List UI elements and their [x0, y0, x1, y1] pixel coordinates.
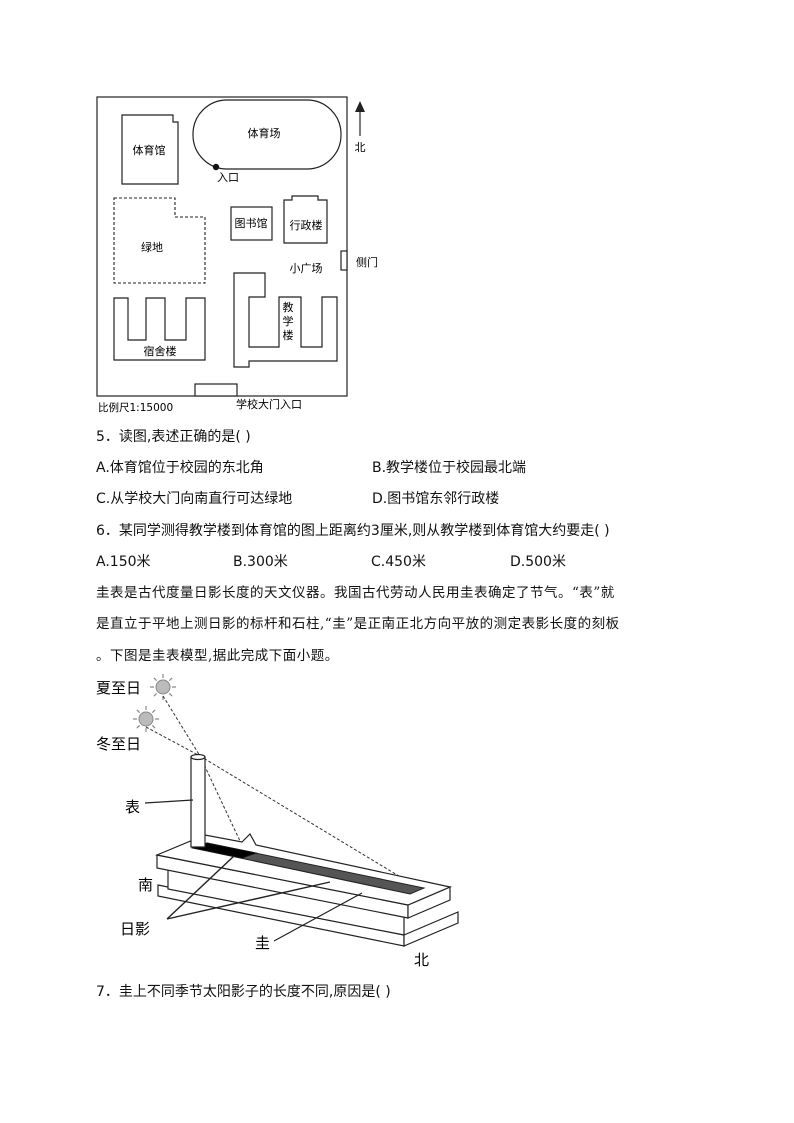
- scale-label: 比例尺1:15000: [98, 401, 173, 414]
- q6-option-d[interactable]: D.500米: [510, 554, 566, 570]
- winter-sun-icon: [132, 705, 160, 733]
- sun-rays: [145, 695, 423, 891]
- shadow-leader-2: [166, 881, 331, 920]
- biao-pole: [190, 756, 206, 848]
- shadow-label: 日影: [120, 920, 150, 938]
- guibiao-diagram: 夏至日 冬至日 表 南 日影 圭 北: [96, 673, 459, 969]
- q5-option-c[interactable]: C.从学校大门向南直行可达绿地: [96, 491, 293, 507]
- passage-line-2: 是直立于平地上测日影的标杆和石柱,“圭”是正南正北方向平放的测定表影长度的刻板: [96, 616, 620, 632]
- stadium-label: 体育场: [248, 126, 281, 140]
- teaching-building: [233, 272, 338, 368]
- biao-leader: [144, 799, 194, 804]
- library-label: 图书馆: [235, 216, 268, 230]
- north-label: 北: [355, 141, 366, 154]
- library-building: [230, 206, 273, 241]
- q5-option-d[interactable]: D.图书馆东邻行政楼: [372, 491, 500, 507]
- dorm-building: [113, 297, 206, 361]
- q6-option-a[interactable]: A.150米: [96, 554, 151, 570]
- passage-line-3: 。下图是圭表模型,据此完成下面小题。: [96, 648, 339, 664]
- gui-leader: [273, 892, 363, 942]
- main-gate-label: 学校大门入口: [236, 397, 302, 411]
- gym-label: 体育馆: [133, 143, 166, 157]
- admin-building: [283, 195, 328, 244]
- q7-stem: 7．圭上不同季节太阳影子的长度不同,原因是( ): [96, 984, 391, 1000]
- q6-stem: 6．某同学测得教学楼到体育馆的图上距离约3厘米,则从教学楼到体育馆大约要走( ): [96, 523, 610, 539]
- plaza-label: 小广场: [290, 261, 323, 275]
- gui-label: 圭: [255, 934, 270, 952]
- passage-line-1: 圭表是古代度量日影长度的天文仪器。我国古代劳动人民用圭表确定了节气。“表”就: [96, 585, 615, 601]
- gym-building: [121, 114, 179, 185]
- entrance-dot: [212, 163, 220, 171]
- side-gate-label: 侧门: [356, 255, 378, 269]
- south-label: 南: [138, 876, 153, 894]
- teaching-label-3: 楼: [283, 328, 294, 342]
- base-lower-side: [403, 911, 459, 947]
- shadow-leader-1: [166, 855, 235, 920]
- summer-sun-icon: [149, 673, 177, 701]
- summer-solstice-label: 夏至日: [96, 679, 141, 697]
- dorm-label: 宿舍楼: [144, 344, 177, 358]
- teaching-label-1: 教: [283, 301, 294, 314]
- admin-label: 行政楼: [290, 218, 323, 232]
- green-label: 绿地: [141, 240, 163, 254]
- q5-stem: 5．读图,表述正确的是( ): [96, 429, 251, 445]
- campus-map: 体育馆 体育场 入口 北 绿地 图书馆 行政楼 侧门 小广场 宿舍楼 教 学 楼…: [96, 96, 378, 414]
- green-area: [113, 197, 206, 284]
- biao-label: 表: [125, 798, 140, 816]
- entrance-label: 入口: [217, 171, 239, 184]
- teaching-label-2: 学: [283, 314, 294, 328]
- main-gate: [194, 383, 238, 397]
- side-gate: [340, 250, 348, 271]
- winter-solstice-label: 冬至日: [96, 735, 141, 753]
- north-label-diagram: 北: [414, 951, 429, 969]
- north-arrow-head: [355, 101, 365, 112]
- q5-option-b[interactable]: B.教学楼位于校园最北端: [372, 460, 527, 476]
- biao-top: [190, 753, 206, 761]
- q6-option-c[interactable]: C.450米: [371, 554, 426, 570]
- q6-option-b[interactable]: B.300米: [233, 554, 288, 570]
- stadium-track: [192, 99, 342, 170]
- q5-option-a[interactable]: A.体育馆位于校园的东北角: [96, 460, 264, 476]
